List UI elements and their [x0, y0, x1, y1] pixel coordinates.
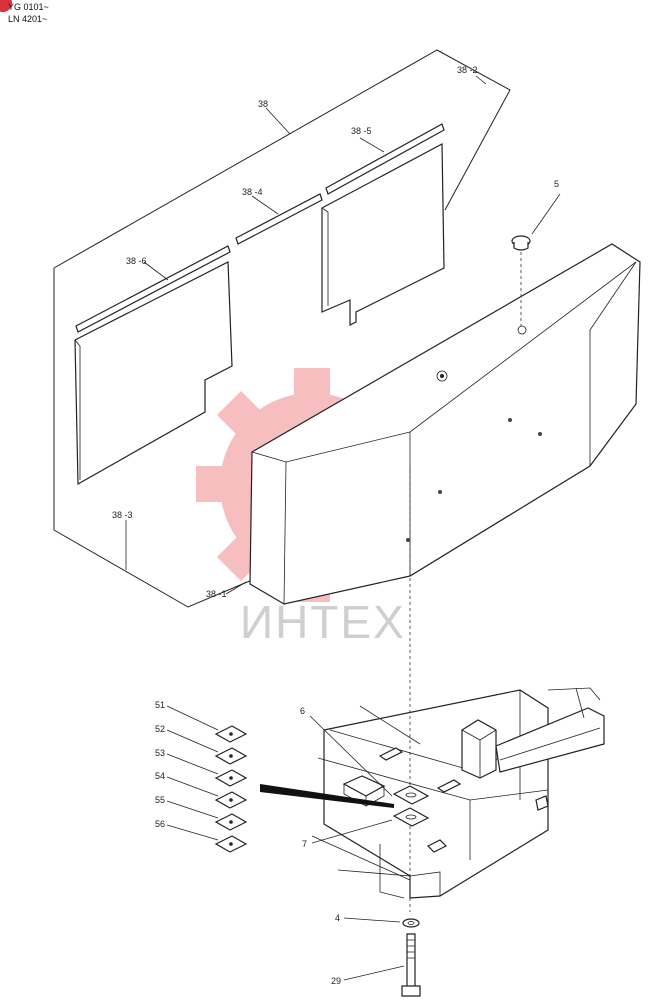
- callout-38-4: 38 -4: [242, 187, 263, 197]
- group-38-bracket-left: [53, 268, 253, 608]
- callout-6: 6: [300, 706, 305, 716]
- callout-38: 38: [258, 99, 268, 109]
- group-38-bracket-top: [53, 49, 511, 269]
- weight-plate-38-3: [74, 261, 233, 486]
- callout-38-1: 38 -1: [206, 589, 227, 599]
- shim-stack: [214, 725, 248, 853]
- callout-55: 55: [155, 795, 165, 805]
- serial-range-1: YG 0101~: [8, 2, 49, 12]
- callout-52: 52: [155, 724, 165, 734]
- cap-plug-5: [511, 235, 531, 251]
- callout-7: 7: [302, 839, 307, 849]
- callout-51: 51: [155, 700, 165, 710]
- watermark-text: ИНТЕХ: [240, 596, 406, 648]
- weight-plate-38-2: [321, 143, 445, 326]
- shim-pointer-arrow: [260, 784, 394, 808]
- callout-38-5: 38 -5: [351, 126, 372, 136]
- callout-4: 4: [335, 913, 340, 923]
- callout-38-2: 38 -2: [457, 65, 478, 75]
- callout-5: 5: [554, 179, 559, 189]
- spacer-strip-38-5: [325, 123, 445, 195]
- callout-56: 56: [155, 819, 165, 829]
- shim-6: [392, 785, 430, 805]
- spacer-strip-38-4: [235, 193, 323, 245]
- callout-53: 53: [155, 748, 165, 758]
- counterweight-block-38-1: [249, 243, 641, 605]
- callout-38-3: 38 -3: [112, 510, 133, 520]
- shim-7: [392, 807, 430, 827]
- callout-38-6: 38 -6: [126, 256, 147, 266]
- machine-frame: [311, 687, 605, 899]
- leader-lines: [125, 75, 561, 981]
- corner-badge-icon: [0, 0, 12, 12]
- bolt-29: [401, 933, 421, 997]
- serial-range-2: LN 4201~: [8, 14, 48, 24]
- callout-29: 29: [331, 976, 341, 986]
- spacer-strip-38-6: [75, 245, 231, 333]
- washer-4: [402, 918, 420, 928]
- callout-54: 54: [155, 771, 165, 781]
